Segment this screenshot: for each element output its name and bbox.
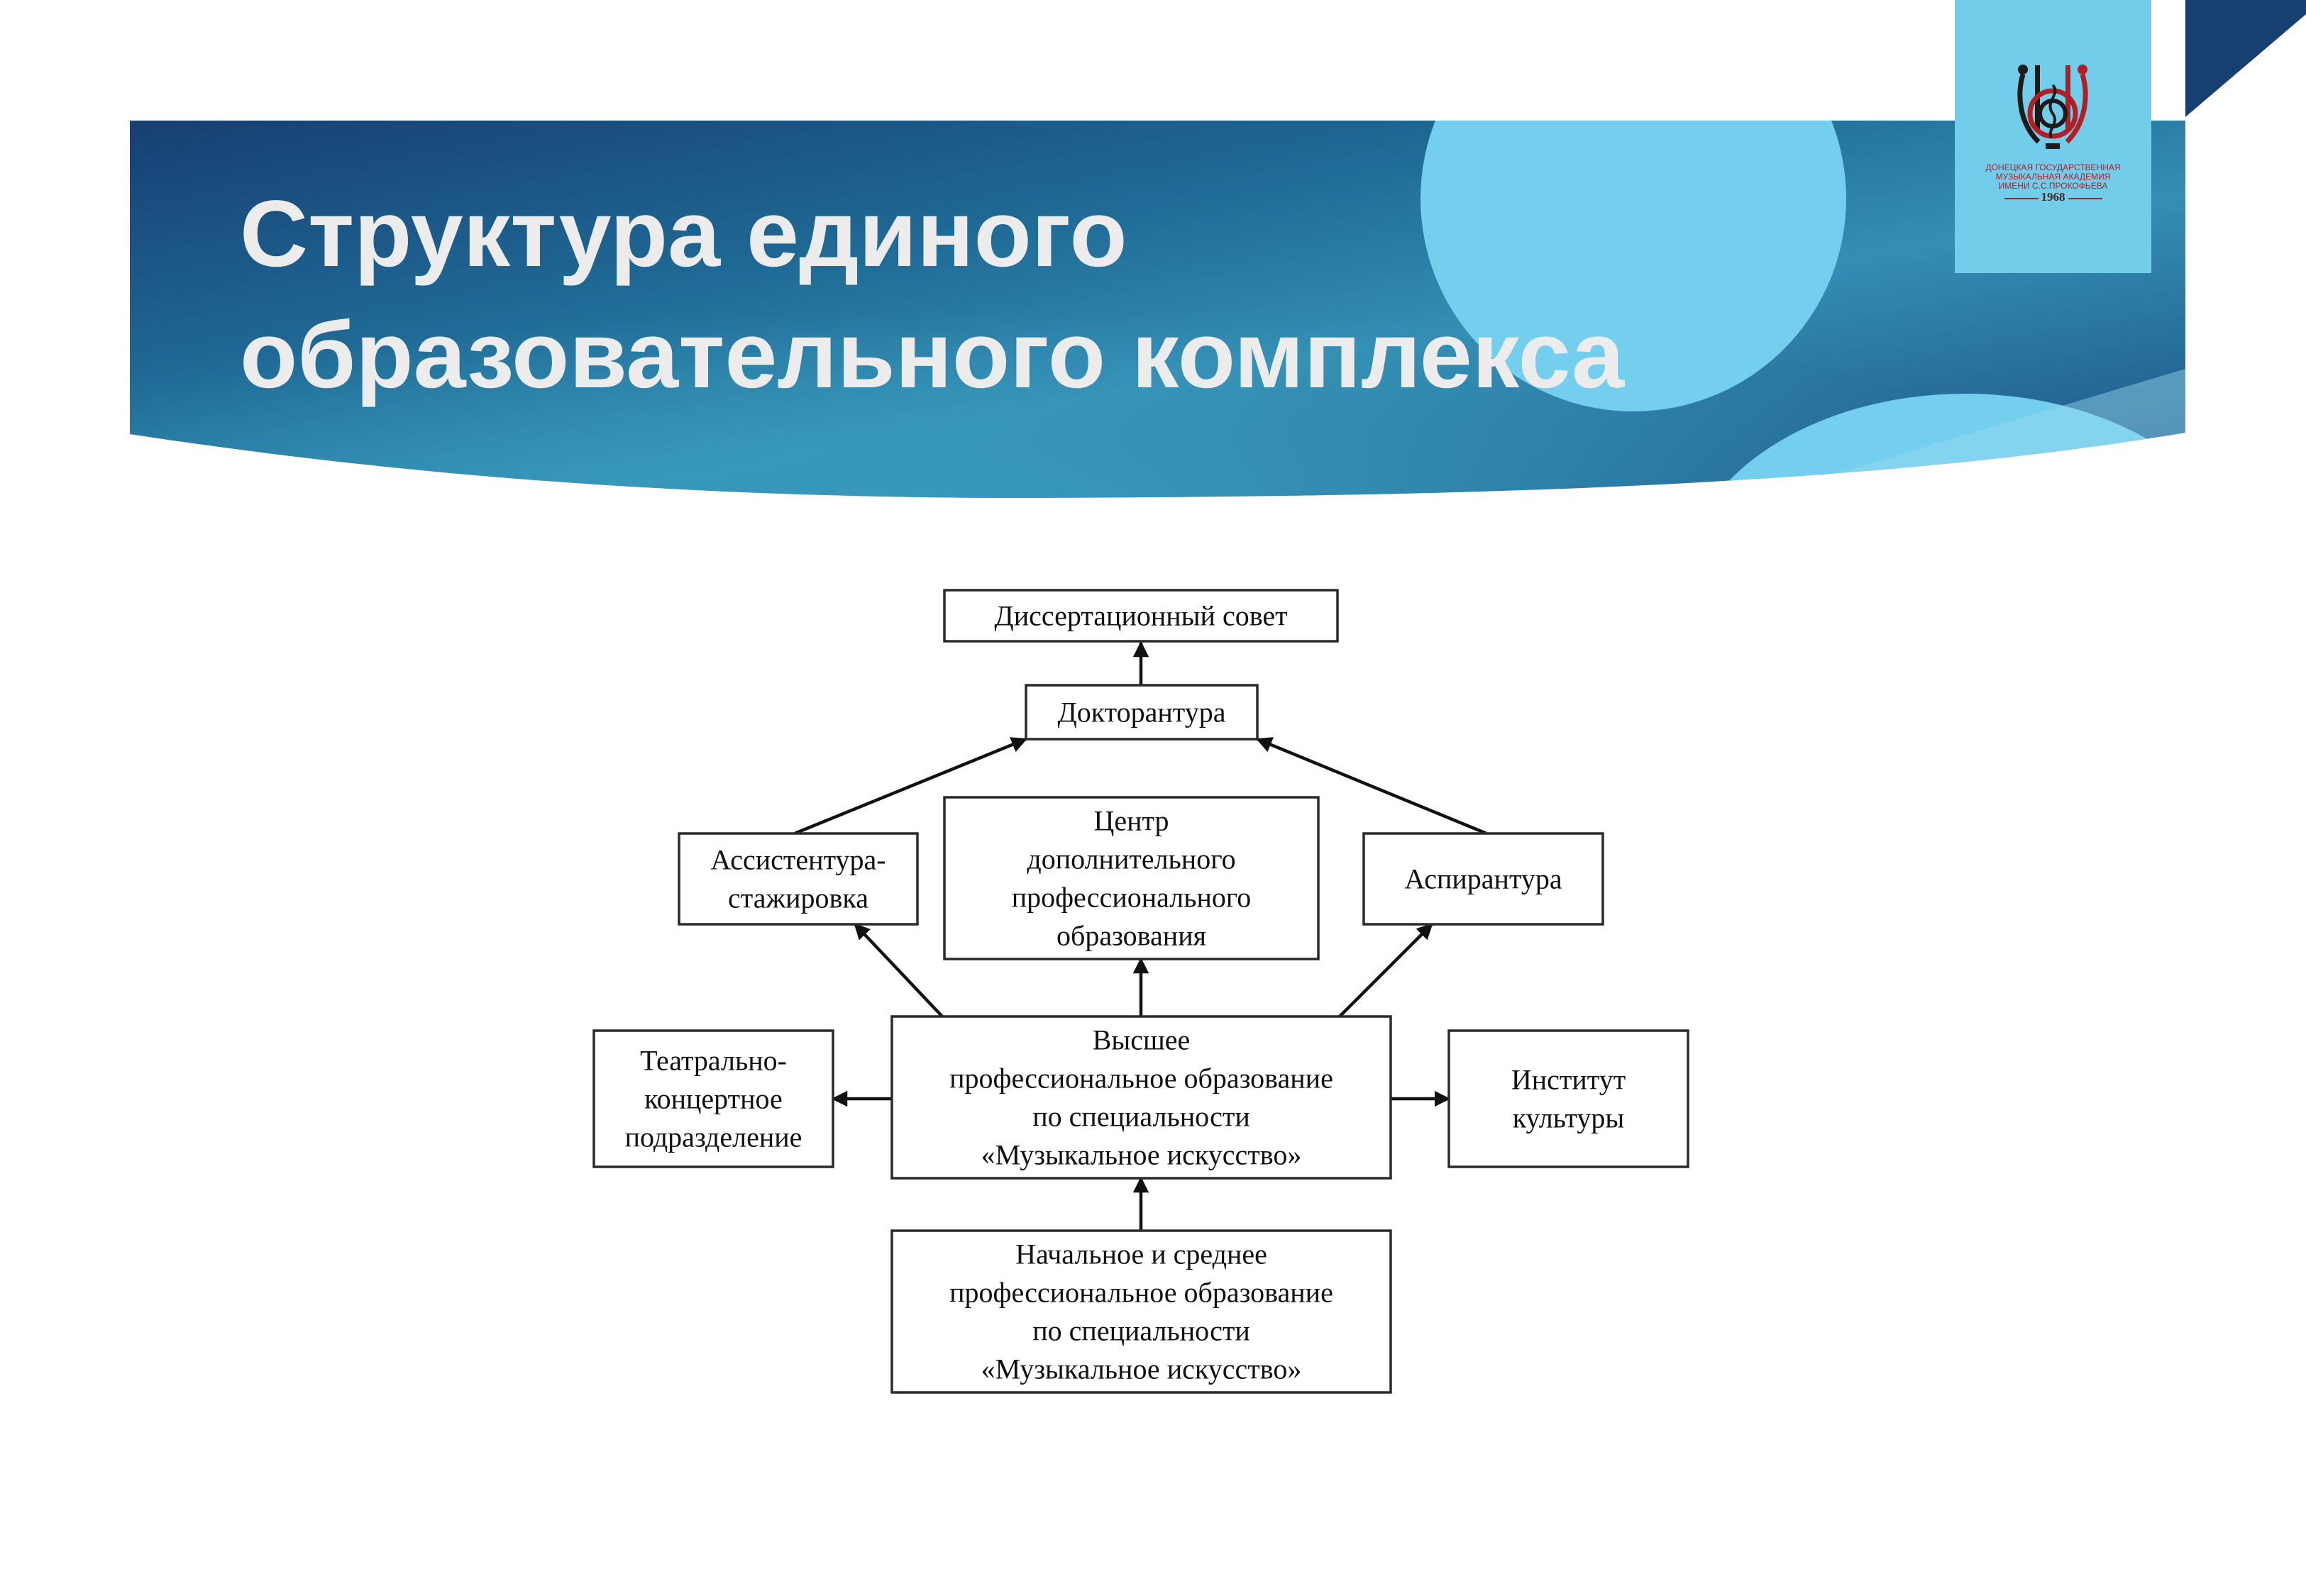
academy-emblem-icon — [2017, 65, 2088, 149]
node-label-dissertation-council-line-1: Диссертационный совет — [994, 600, 1287, 632]
node-label-secondary-education-line-3: по специальности — [1032, 1315, 1249, 1347]
node-box-secondary-education — [890, 1229, 1392, 1394]
node-label-secondary-education-line-4: «Музыкальное искусство» — [981, 1353, 1302, 1385]
node-dissertation-council: Диссертационный совет — [943, 589, 1339, 643]
logo-rule-left — [2004, 198, 2039, 199]
logo-year: 1968 — [2041, 190, 2065, 204]
node-label-additional-education-center-line-4: образования — [1057, 920, 1206, 952]
corner-triangle — [2185, 0, 2306, 117]
node-label-culture-institute-line-2: культуры — [1513, 1102, 1625, 1134]
node-box-assistantship — [678, 832, 919, 926]
node-label-higher-education-line-3: по специальности — [1032, 1101, 1249, 1133]
node-postgraduate: Аспирантура — [1362, 832, 1604, 926]
decorative-stripe — [1760, 369, 2185, 497]
node-box-doctorate — [1025, 684, 1259, 741]
node-label-secondary-education-line-2: профессиональное образование — [949, 1277, 1333, 1309]
node-label-assistantship-line-1: Ассистентура- — [710, 844, 886, 876]
arrow-higher-education-to-assistantship — [854, 923, 944, 1018]
node-label-higher-education-line-1: Высшее — [1093, 1024, 1191, 1056]
node-box-postgraduate — [1362, 832, 1604, 926]
node-label-additional-education-center-line-3: профессионального — [1012, 882, 1252, 914]
node-label-culture-institute-line-1: Институт — [1511, 1064, 1626, 1096]
slide-title-line-1: Структура единого — [240, 182, 1127, 287]
node-higher-education: Высшее профессиональное образование по спе… — [890, 1015, 1392, 1180]
node-label-theatre-concert-division-line-3: подразделение — [625, 1121, 802, 1153]
node-box-dissertation-council — [943, 589, 1339, 643]
node-box-higher-education — [890, 1015, 1392, 1180]
node-label-higher-education-line-2: профессиональное образование — [949, 1063, 1333, 1095]
node-doctorate: Докторантура — [1025, 684, 1259, 741]
logo-text-line-1: ДОНЕЦКАЯ ГОСУДАРСТВЕННАЯ — [1985, 162, 2121, 172]
decorative-circle-large — [1420, 121, 1846, 411]
node-culture-institute: Институт культуры — [1447, 1029, 1689, 1168]
logo-text-line-2: МУЗЫКАЛЬНАЯ АКАДЕМИЯ — [1995, 172, 2111, 182]
node-label-secondary-education-line-1: Начальное и среднее — [1015, 1238, 1267, 1270]
node-box-theatre-concert-division — [592, 1029, 834, 1168]
node-label-postgraduate-line-1: Аспирантура — [1404, 863, 1562, 895]
node-theatre-concert-division: Театрально-концертное подразделение — [592, 1029, 834, 1168]
logo-text-line-3: ИМЕНИ С.С.ПРОКОФЬЕВА — [1998, 181, 2108, 191]
slide-title-line-2: образовательного комплекса — [240, 303, 1625, 408]
node-secondary-education: Начальное и среднее профессиональное обра… — [890, 1229, 1392, 1394]
diagram-edges — [794, 641, 1487, 1231]
node-label-additional-education-center-line-1: Центр — [1093, 805, 1169, 837]
arrow-assistantship-to-doctorate — [794, 737, 1028, 836]
arrow-higher-education-to-postgraduate — [1338, 923, 1433, 1018]
logo-rule-right — [2068, 198, 2102, 199]
node-assistantship: Ассистентура-стажировка — [678, 832, 919, 926]
node-label-doctorate-line-1: Докторантура — [1057, 697, 1225, 728]
node-box-additional-education-center — [943, 796, 1320, 960]
node-box-culture-institute — [1447, 1029, 1689, 1168]
node-label-additional-education-center-line-2: дополнительного — [1027, 843, 1235, 875]
logo-card: ДОНЕЦКАЯ ГОСУДАРСТВЕННАЯ МУЗЫКАЛЬНАЯ АКА… — [1955, 0, 2151, 273]
node-label-assistantship-line-2: стажировка — [728, 882, 868, 914]
node-additional-education-center: Центр дополнительного профессионального обр… — [943, 796, 1320, 960]
node-label-theatre-concert-division-line-2: концертное — [644, 1083, 783, 1115]
slide-title: Структура единого образовательного компл… — [240, 174, 2014, 416]
node-label-theatre-concert-division-line-1: Театрально- — [640, 1045, 787, 1077]
node-label-higher-education-line-4: «Музыкальное искусство» — [981, 1139, 1302, 1171]
arrow-postgraduate-to-doctorate — [1255, 737, 1487, 836]
diagram-nodes: Диссертационный советДокторантураАссисте… — [592, 589, 1689, 1394]
